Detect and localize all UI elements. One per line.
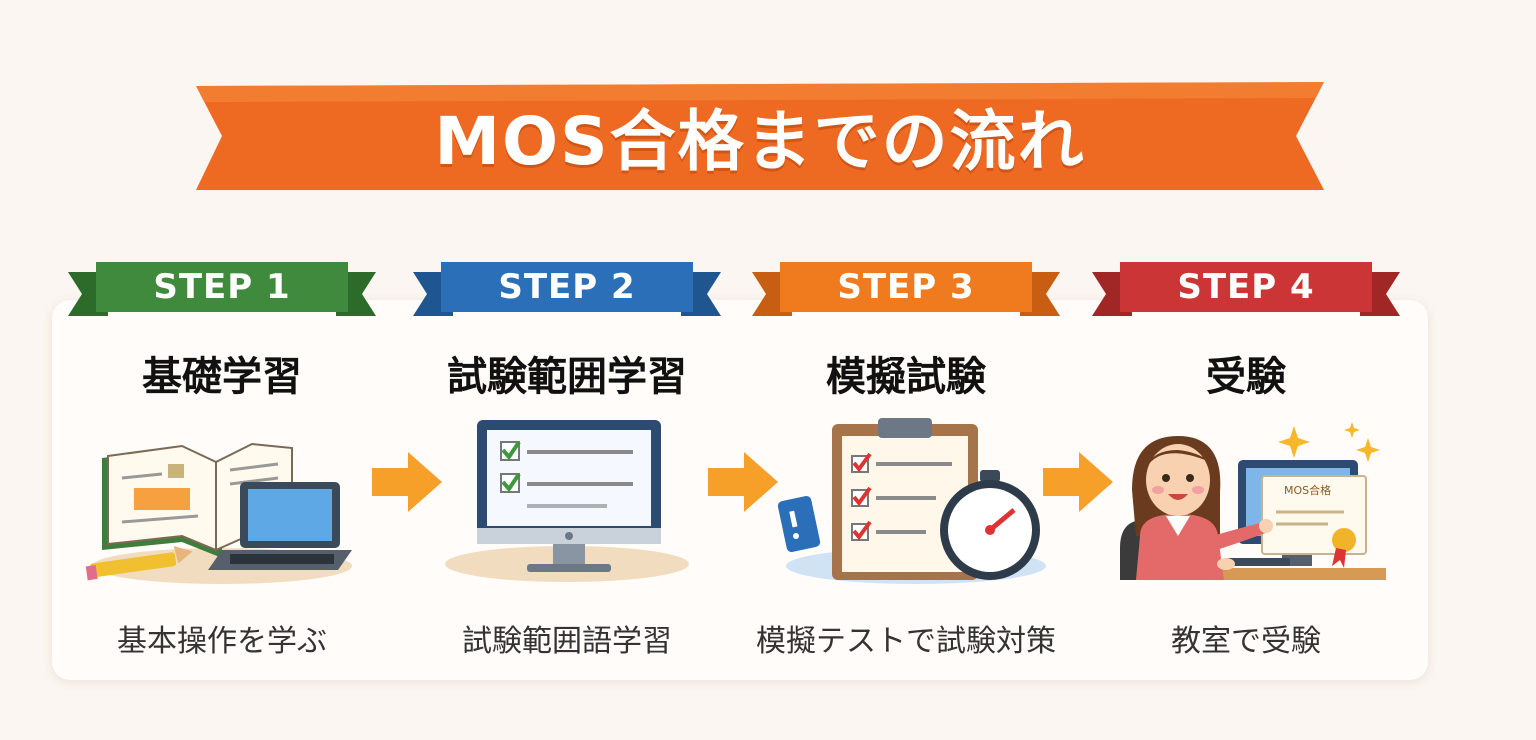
step-2-title: 試験範囲学習	[447, 354, 687, 400]
clipboard-stopwatch-icon	[766, 418, 1046, 588]
step-1-title: 基礎学習	[142, 354, 302, 400]
step-1-ribbon: STEP 1	[68, 258, 376, 324]
title-banner: MOS合格までの流れ	[196, 78, 1324, 194]
arrow-right-icon	[372, 452, 442, 512]
step-4-ribbon: STEP 4	[1092, 258, 1400, 324]
step-1-label: STEP 1	[153, 267, 291, 307]
step-4-title: 受験	[1206, 354, 1286, 400]
step-4-desc: 教室で受験	[1171, 624, 1321, 659]
step-2: STEP 2 試験範囲学習 試験範囲語学習	[397, 258, 737, 688]
step-3-ribbon: STEP 3	[752, 258, 1060, 324]
step-3-title: 模擬試験	[826, 354, 986, 400]
step-1-desc: 基本操作を学ぶ	[117, 624, 327, 659]
arrow-right-icon	[1043, 452, 1113, 512]
arrow-right-icon	[708, 452, 778, 512]
page-title: MOS合格までの流れ	[434, 103, 1086, 180]
book-laptop-icon	[82, 418, 362, 588]
step-1: STEP 1 基礎学習 基本操作を学ぶ	[52, 258, 392, 688]
step-2-desc: 試験範囲語学習	[462, 624, 672, 659]
certificate-text: MOS合格	[1284, 483, 1331, 497]
step-2-label: STEP 2	[498, 267, 636, 307]
monitor-checklist-icon	[427, 418, 707, 588]
woman-certificate-icon: MOS合格	[1106, 418, 1390, 588]
step-3-label: STEP 3	[837, 267, 975, 307]
step-2-ribbon: STEP 2	[413, 258, 721, 324]
step-4-label: STEP 4	[1177, 267, 1315, 307]
step-3: STEP 3 模擬試験 模擬テストで試験対策	[736, 258, 1076, 688]
step-4: STEP 4 受験 MOS合格	[1076, 258, 1416, 688]
step-3-desc: 模擬テストで試験対策	[756, 624, 1056, 659]
